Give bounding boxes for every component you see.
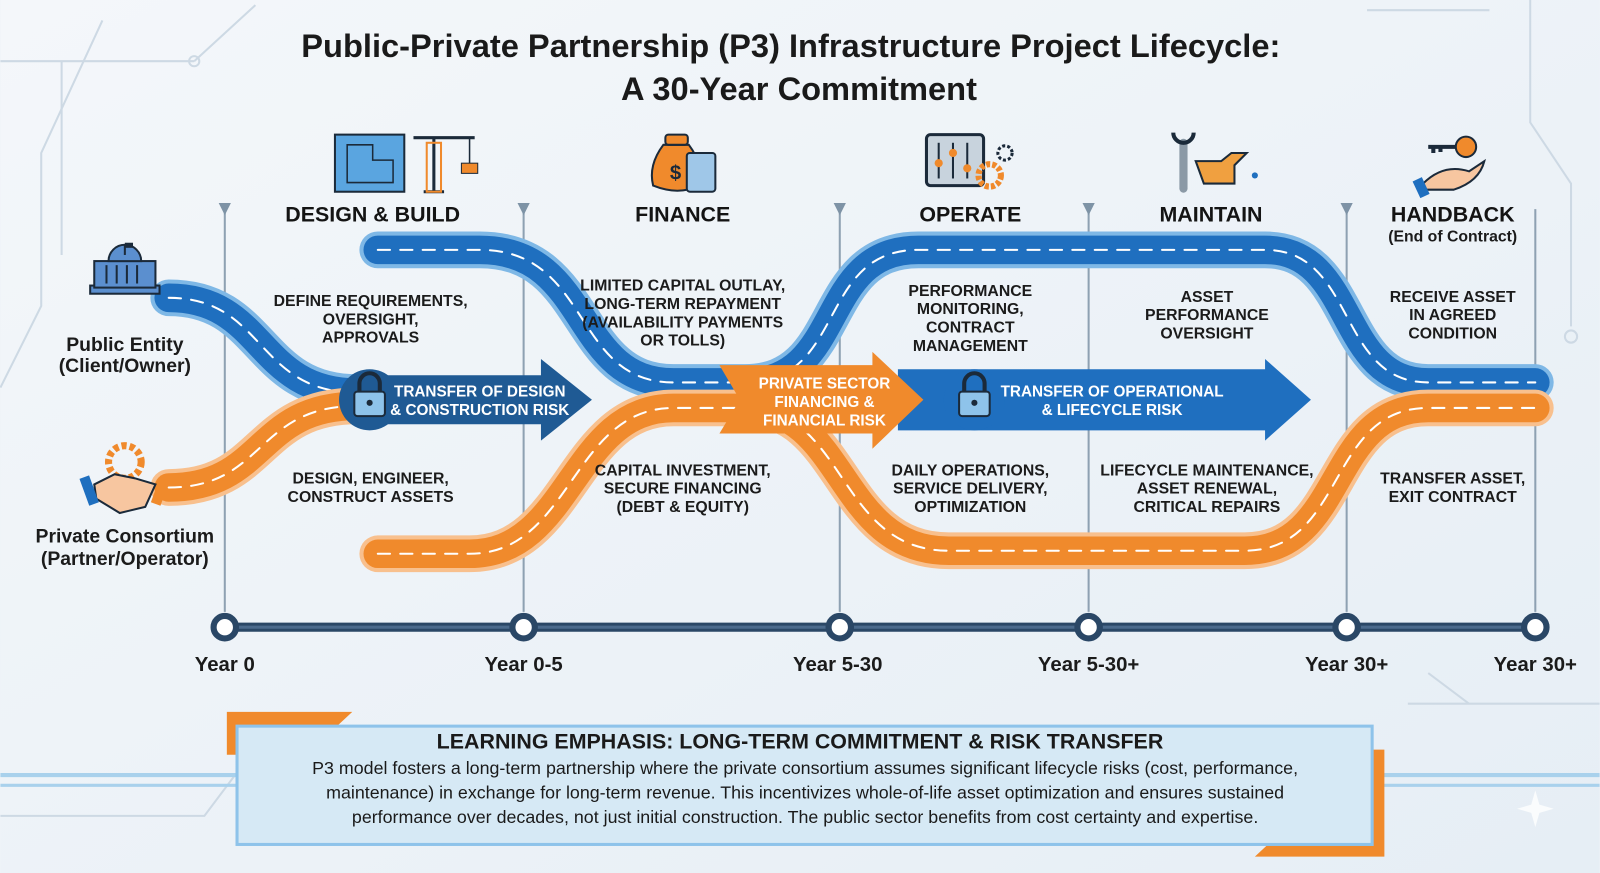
timeline-marker <box>210 612 240 642</box>
padlock-icon <box>958 371 991 418</box>
public-role-line: CONDITION <box>1408 326 1497 343</box>
title-line-1: Public-Private Partnership (P3) Infrastr… <box>301 27 1280 64</box>
year-label: Year 5-30+ <box>1038 654 1139 676</box>
private-road <box>150 387 1554 573</box>
phase-design-build: DESIGN & BUILD <box>285 202 460 226</box>
year-label: Year 30+ <box>1305 654 1388 676</box>
public-role-line: MANAGEMENT <box>913 338 1028 355</box>
emphasis-body-line: maintenance) in exchange for long-term r… <box>326 783 1284 803</box>
private-role-line: OPTIMIZATION <box>914 499 1026 516</box>
private-role-line: ASSET RENEWAL, <box>1137 481 1277 498</box>
risk-transfer-line: & CONSTRUCTION RISK <box>390 402 569 419</box>
risk-transfer-financing: PRIVATE SECTOR FINANCING & FINANCIAL RIS… <box>719 351 924 449</box>
private-role-line: CRITICAL REPAIRS <box>1133 499 1280 516</box>
key-hand-icon <box>1412 135 1486 199</box>
private-role-line: DESIGN, ENGINEER, <box>293 470 449 487</box>
public-entity-label: Public Entity <box>66 334 183 356</box>
public-role-line: LONG-TERM REPAYMENT <box>584 296 781 313</box>
risk-transfer-design-construction: TRANSFER OF DESIGN & CONSTRUCTION RISK <box>339 358 592 441</box>
phase-handback-sublabel: (End of Contract) <box>1388 229 1517 246</box>
public-role-line: OR TOLLS) <box>640 333 725 350</box>
year-label: Year 0 <box>195 654 255 676</box>
blueprint-crane-icon <box>333 133 479 194</box>
private-roles: DESIGN, ENGINEER, CONSTRUCT ASSETS CAPIT… <box>288 462 1526 516</box>
learning-emphasis-box: LEARNING EMPHASIS: LONG-TERM COMMITMENT … <box>226 711 1385 857</box>
public-role-line: DEFINE REQUIREMENTS, <box>274 293 468 310</box>
risk-transfer-line: PRIVATE SECTOR <box>759 376 891 393</box>
public-role-line: (AVAILABILITY PAYMENTS <box>582 314 783 331</box>
public-role-line: OVERSIGHT, <box>323 311 419 328</box>
risk-transfer-line: TRANSFER OF OPERATIONAL <box>1001 384 1224 401</box>
public-role-line: RECEIVE ASSET <box>1390 289 1516 306</box>
control-panel-gears-icon <box>924 133 1014 190</box>
public-role-line: IN AGREED <box>1409 307 1496 324</box>
public-role-line: PERFORMANCE <box>1145 307 1269 324</box>
risk-transfer-line: TRANSFER OF DESIGN <box>394 384 566 401</box>
emphasis-body-line: performance over decades, not just initi… <box>352 807 1258 827</box>
year-label: Year 30+ <box>1494 654 1577 676</box>
public-role-line: LIMITED CAPITAL OUTLAY, <box>580 278 785 295</box>
emphasis-body-line: P3 model fosters a long-term partnership… <box>312 758 1298 778</box>
risk-transfer-line: FINANCIAL RISK <box>763 412 886 429</box>
government-building-icon <box>89 242 161 295</box>
year-label: Year 0-5 <box>485 654 563 676</box>
private-role-line: CONSTRUCT ASSETS <box>288 489 454 506</box>
public-roles: DEFINE REQUIREMENTS, OVERSIGHT, APPROVAL… <box>274 278 1516 355</box>
handshake-gear-icon <box>79 442 171 515</box>
public-road <box>150 231 1554 412</box>
phase-maintain: MAINTAIN <box>1159 202 1262 226</box>
timeline: Year 0 Year 0-5 Year 5-30 Year 5-30+ Yea… <box>195 612 1577 676</box>
year-label: Year 5-30 <box>793 654 883 676</box>
public-role-line: OVERSIGHT <box>1160 326 1253 343</box>
private-role-line: EXIT CONTRACT <box>1389 489 1517 506</box>
private-role-line: TRANSFER ASSET, <box>1380 470 1525 487</box>
phase-finance: FINANCE <box>635 202 730 226</box>
sparkle-icon <box>1516 790 1554 828</box>
private-role-line: SERVICE DELIVERY, <box>893 481 1048 498</box>
timeline-marker <box>825 612 855 642</box>
public-role-line: ASSET <box>1181 289 1234 306</box>
timeline-marker <box>1074 612 1103 642</box>
private-role-line: SECURE FINANCING <box>604 481 762 498</box>
padlock-icon <box>353 371 386 418</box>
phase-labels: DESIGN & BUILD FINANCE OPERATE MAINTAIN … <box>285 202 1517 245</box>
public-role-line: APPROVALS <box>322 330 419 347</box>
public-entity-sublabel: (Client/Owner) <box>59 355 191 377</box>
risk-transfer-operational-lifecycle: TRANSFER OF OPERATIONAL & LIFECYCLE RISK <box>897 358 1311 441</box>
timeline-marker <box>1332 612 1361 642</box>
phase-handback: HANDBACK <box>1391 202 1515 226</box>
divider-markers <box>218 202 1353 216</box>
phase-operate: OPERATE <box>919 202 1021 226</box>
money-bag-calculator-icon: $ <box>650 133 717 193</box>
title-line-2: A 30-Year Commitment <box>621 70 977 107</box>
svg-text:$: $ <box>670 162 682 184</box>
wrench-oil-can-icon <box>1171 132 1258 193</box>
private-role-line: (DEBT & EQUITY) <box>616 499 749 516</box>
private-role-line: LIFECYCLE MAINTENANCE, <box>1100 462 1313 479</box>
timeline-marker <box>509 612 538 642</box>
emphasis-heading: LEARNING EMPHASIS: LONG-TERM COMMITMENT … <box>437 730 1164 754</box>
public-role-line: MONITORING, <box>917 301 1024 318</box>
risk-transfer-line: FINANCING & <box>774 394 874 411</box>
public-role-line: CONTRACT <box>926 319 1015 336</box>
private-consortium-sublabel: (Partner/Operator) <box>41 548 209 570</box>
public-role-line: PERFORMANCE <box>908 283 1032 300</box>
timeline-marker <box>1521 612 1550 642</box>
private-consortium-label: Private Consortium <box>36 526 215 548</box>
private-role-line: CAPITAL INVESTMENT, <box>595 462 771 479</box>
private-role-line: DAILY OPERATIONS, <box>891 462 1049 479</box>
risk-transfer-line: & LIFECYCLE RISK <box>1042 402 1183 419</box>
